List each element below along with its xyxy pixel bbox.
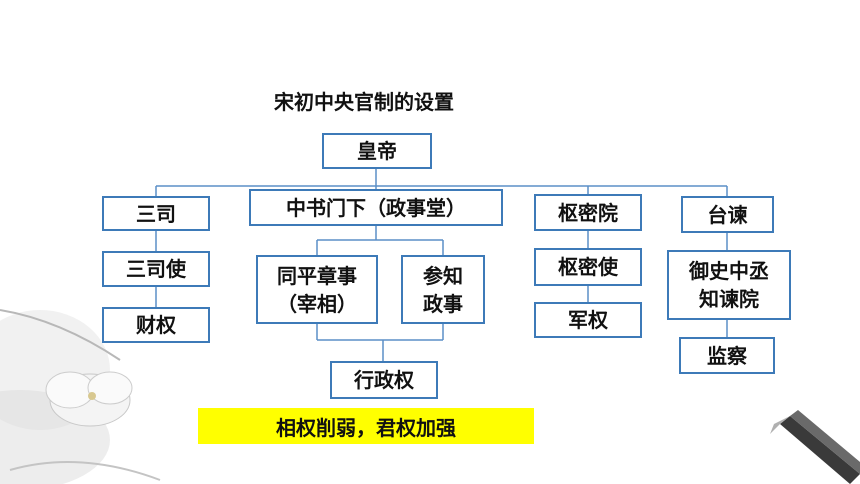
node-junquan-label: 军权	[568, 308, 608, 332]
node-sansishi-label: 三司使	[126, 257, 186, 281]
node-shumiyuan: 枢密院	[534, 194, 642, 231]
flower-decoration-icon	[0, 309, 161, 484]
node-tongpingzhangshi: 同平章事 （宰相）	[256, 255, 378, 324]
node-junquan: 军权	[534, 302, 642, 338]
node-tongping-line2: （宰相）	[277, 291, 357, 316]
diagram-title: 宋初中央官制的设置	[274, 90, 454, 114]
node-canzhi-line1: 参知	[423, 263, 463, 288]
node-yushi-line1: 御史中丞	[689, 259, 769, 283]
node-sansishi: 三司使	[102, 251, 210, 287]
node-xingzhengquan: 行政权	[330, 361, 438, 399]
node-jiancha: 监察	[679, 337, 775, 374]
node-zhongshu-label: 中书门下（政事堂）	[286, 195, 466, 220]
node-sansi-label: 三司	[136, 201, 176, 226]
node-taijian-label: 台谏	[707, 202, 748, 227]
node-shumishi-label: 枢密使	[558, 255, 618, 279]
node-sansi: 三司	[102, 196, 210, 231]
node-zhongshu: 中书门下（政事堂）	[249, 189, 503, 226]
node-emperor-label: 皇帝	[357, 139, 397, 163]
node-yushi-line2: 知谏院	[699, 287, 759, 311]
conclusion-highlight: 相权削弱，君权加强	[198, 408, 534, 444]
node-emperor: 皇帝	[322, 133, 432, 169]
node-canzhizhengshi: 参知 政事	[401, 255, 485, 324]
node-shumiyuan-label: 枢密院	[558, 200, 618, 225]
node-yushi-zhijianyuan: 御史中丞 知谏院	[667, 250, 791, 320]
pen-icon	[770, 410, 860, 484]
node-canzhi-line2: 政事	[423, 291, 463, 316]
node-jiancha-label: 监察	[707, 343, 747, 368]
node-shumishi: 枢密使	[534, 248, 642, 286]
node-caiquan-label: 财权	[136, 313, 176, 337]
node-tongping-line1: 同平章事	[277, 263, 357, 288]
node-xingzhengquan-label: 行政权	[354, 368, 414, 392]
node-caiquan: 财权	[102, 307, 210, 343]
node-taijian: 台谏	[681, 196, 774, 233]
